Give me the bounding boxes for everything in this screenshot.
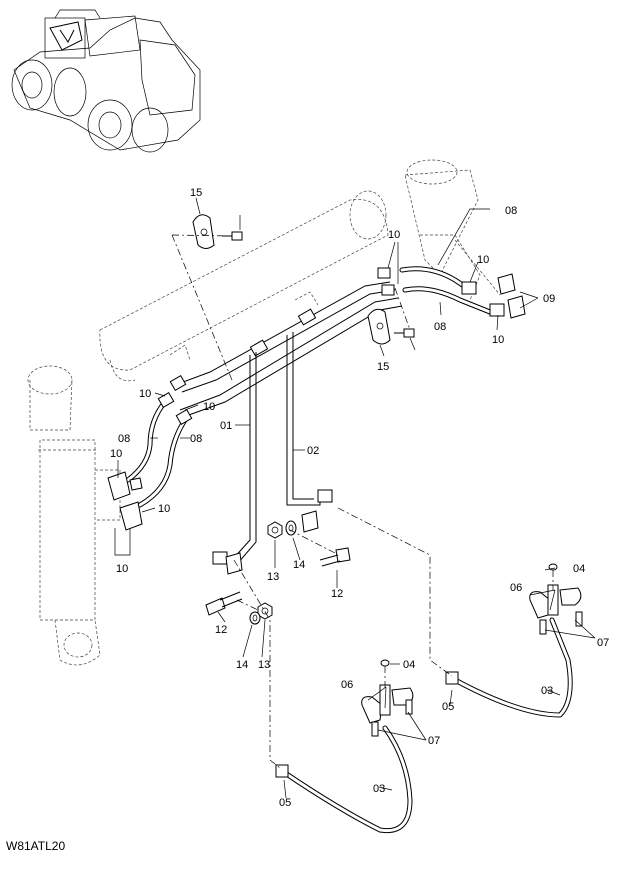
callout-10: 10 bbox=[110, 448, 122, 460]
callout-10: 10 bbox=[158, 503, 170, 515]
hose-08-right-1 bbox=[399, 266, 473, 293]
callout-10: 10 bbox=[492, 334, 504, 346]
callout-14: 15 bbox=[190, 187, 202, 199]
callout-13: 14 bbox=[236, 659, 248, 671]
callout-08: 08 bbox=[190, 433, 202, 445]
leader-lines bbox=[114, 197, 596, 799]
callout-10: 10 bbox=[477, 254, 489, 266]
hose-08-left-2 bbox=[137, 417, 188, 508]
callout-10: 10 bbox=[388, 229, 400, 241]
boom-outline bbox=[99, 190, 389, 382]
callout-05: 05 bbox=[442, 701, 454, 713]
loader-thumbnail bbox=[11, 9, 201, 153]
callout-09: 09 bbox=[543, 293, 555, 305]
callout-13: 14 bbox=[293, 559, 305, 571]
callout-07: 07 bbox=[428, 735, 440, 747]
callout-03: 03 bbox=[373, 783, 385, 795]
hose-08-right-2 bbox=[402, 286, 493, 315]
callout-10: 10 bbox=[203, 401, 215, 413]
callout-labels: 15 08 10 10 09 08 10 15 10 10 01 08 08 0… bbox=[110, 187, 609, 809]
drawing-code: W81ATL20 bbox=[6, 839, 65, 853]
fittings-right bbox=[377, 267, 526, 319]
callout-11: 12 bbox=[215, 624, 227, 636]
clamp-14-top bbox=[192, 214, 215, 249]
pipe-01 bbox=[212, 352, 257, 565]
bolt-15-right bbox=[394, 328, 415, 338]
callout-08: 08 bbox=[118, 433, 130, 445]
fittings-left bbox=[107, 374, 193, 531]
callout-01: 01 bbox=[220, 420, 232, 432]
hose-03-upper bbox=[445, 617, 573, 718]
washer-13-a bbox=[285, 520, 297, 536]
callout-12: 13 bbox=[258, 659, 270, 671]
nut-12-a bbox=[267, 521, 283, 539]
callout-12: 13 bbox=[267, 571, 279, 583]
clamp-14-right bbox=[367, 308, 391, 345]
bolt-11-b bbox=[319, 547, 351, 567]
flange-lower bbox=[361, 659, 414, 737]
bolt-11-a bbox=[205, 591, 243, 616]
callout-10: 10 bbox=[139, 388, 151, 400]
flange-upper bbox=[529, 563, 583, 635]
callout-06: 06 bbox=[510, 582, 522, 594]
washer-13-b bbox=[249, 611, 261, 625]
bolt-15-top bbox=[222, 231, 243, 241]
callout-08: 08 bbox=[505, 205, 517, 217]
callout-08: 08 bbox=[434, 321, 446, 333]
pipe-bracket-left bbox=[225, 552, 243, 575]
callout-14: 15 bbox=[377, 361, 389, 373]
callout-07: 07 bbox=[597, 637, 609, 649]
hose-08-left-1 bbox=[125, 399, 168, 483]
callout-09: 10 bbox=[116, 563, 128, 575]
callout-06: 06 bbox=[341, 679, 353, 691]
pipe-02 bbox=[286, 332, 333, 506]
left-cylinder-outline bbox=[27, 365, 121, 666]
callout-04: 04 bbox=[573, 563, 585, 575]
callout-05: 05 bbox=[279, 797, 291, 809]
callout-04: 04 bbox=[403, 659, 415, 671]
boom-pipes bbox=[174, 281, 403, 417]
callout-02: 02 bbox=[307, 445, 319, 457]
callout-03: 03 bbox=[541, 685, 553, 697]
pipe-bracket-right bbox=[301, 510, 319, 533]
callout-11: 12 bbox=[331, 588, 343, 600]
hose-03-lower bbox=[275, 725, 413, 834]
connection-lines bbox=[171, 234, 554, 769]
